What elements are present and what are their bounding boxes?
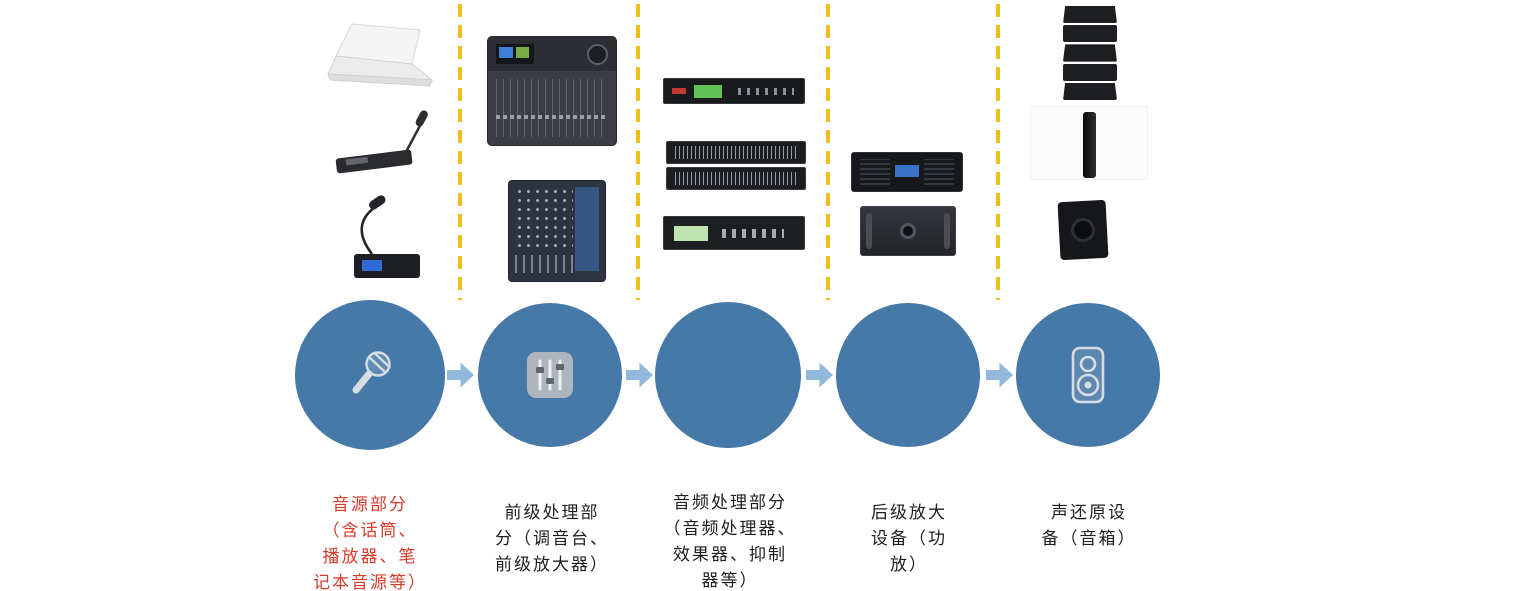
rack-handle <box>866 213 872 249</box>
stage-circle-sound-reproduction <box>1016 303 1160 447</box>
analog-mixer-image <box>508 180 606 282</box>
label-line: 前级处理部 <box>504 503 600 522</box>
audio-processor-rack-image <box>663 78 805 104</box>
right-arrow-icon <box>447 362 474 388</box>
lcd-display <box>674 226 708 241</box>
label-line: 记本音源等） <box>313 573 427 591</box>
stage-label-power-amplification: 后级放大 设备（功 放） <box>846 500 972 578</box>
array-box <box>1063 25 1117 43</box>
fader-strip <box>496 79 608 137</box>
label-line: （含话筒、 <box>322 521 418 540</box>
screen-green <box>516 47 529 58</box>
stage-circle-power-amplification <box>836 303 980 447</box>
label-line: 器等） <box>701 571 759 590</box>
vent-grille <box>924 159 954 185</box>
dashed-divider <box>996 4 1000 300</box>
lcd-display <box>694 85 722 98</box>
array-box <box>1063 82 1117 101</box>
right-arrow-icon <box>986 362 1013 388</box>
laptop-image <box>327 23 434 87</box>
eq-sliders <box>675 172 797 185</box>
effects-processor-rack-image <box>663 216 805 250</box>
equalizer-unit <box>666 141 806 164</box>
label-line: 备（音箱） <box>1041 529 1137 548</box>
button-row <box>722 229 784 238</box>
label-line: 效果器、抑制 <box>673 545 787 564</box>
stage-label-sound-reproduction: 声还原设 备（音箱） <box>1014 500 1164 552</box>
stage-circle-audio-processing <box>655 302 801 448</box>
label-line: 后级放大 <box>871 503 947 522</box>
equalizer-unit <box>666 167 806 190</box>
label-line: 声还原设 <box>1051 503 1127 522</box>
array-box <box>1063 6 1117 24</box>
label-line: 放） <box>890 555 928 574</box>
gooseneck-microphone-image <box>354 195 420 278</box>
array-box <box>1063 63 1117 81</box>
stage-circle-pre-processing <box>478 303 622 447</box>
label-line: 分（调音台、 <box>495 529 609 548</box>
label-line: 播放器、笔 <box>322 547 418 566</box>
stage-label-pre-processing: 前级处理部 分（调音台、 前级放大器） <box>468 500 636 578</box>
stage-label-audio-source: 音源部分 （含话筒、 播放器、笔 记本音源等） <box>288 492 452 591</box>
stage-circle-audio-source <box>295 300 445 450</box>
stage-label-audio-processing: 音频处理部分 （音频处理器、 效果器、抑制 器等） <box>641 490 819 591</box>
jog-wheel <box>587 44 608 65</box>
volume-knob <box>900 223 916 239</box>
label-line: （音频处理器、 <box>663 519 797 538</box>
array-box <box>1063 44 1117 62</box>
digital-mixing-console-image <box>487 36 617 146</box>
column-speaker-image <box>1083 112 1096 178</box>
box-speaker-image <box>1057 199 1109 261</box>
conference-microphone-image <box>335 110 428 174</box>
dashed-divider <box>458 4 462 300</box>
label-line: 音频处理部分 <box>673 493 787 512</box>
dashed-divider <box>826 4 830 300</box>
knob-field <box>515 187 573 249</box>
speaker-icon <box>1071 346 1105 404</box>
rack-handle <box>944 213 950 249</box>
master-section <box>575 187 599 271</box>
speaker-driver <box>1070 217 1096 243</box>
power-amplifier-image <box>851 152 963 192</box>
right-arrow-icon <box>626 362 653 388</box>
power-amplifier-image <box>860 206 956 256</box>
label-line: 前级放大器） <box>495 555 609 574</box>
fader-strip <box>515 255 573 273</box>
line-array-speaker-image <box>1063 6 1117 101</box>
vent-grille <box>860 159 890 185</box>
eq-sliders <box>675 146 797 159</box>
label-line: 音源部分 <box>332 495 408 514</box>
right-arrow-icon <box>806 362 833 388</box>
button-row <box>738 88 794 95</box>
console-screen <box>496 44 534 64</box>
dual-equalizer-rack-image <box>666 141 806 191</box>
dashed-divider <box>636 4 640 300</box>
screen-blue <box>499 47 513 58</box>
amp-display <box>895 165 919 177</box>
mixer-faders-icon <box>527 352 573 398</box>
power-led <box>672 88 686 94</box>
fader-caps <box>496 115 608 119</box>
label-line: 设备（功 <box>871 529 947 548</box>
microphone-icon <box>352 351 391 394</box>
